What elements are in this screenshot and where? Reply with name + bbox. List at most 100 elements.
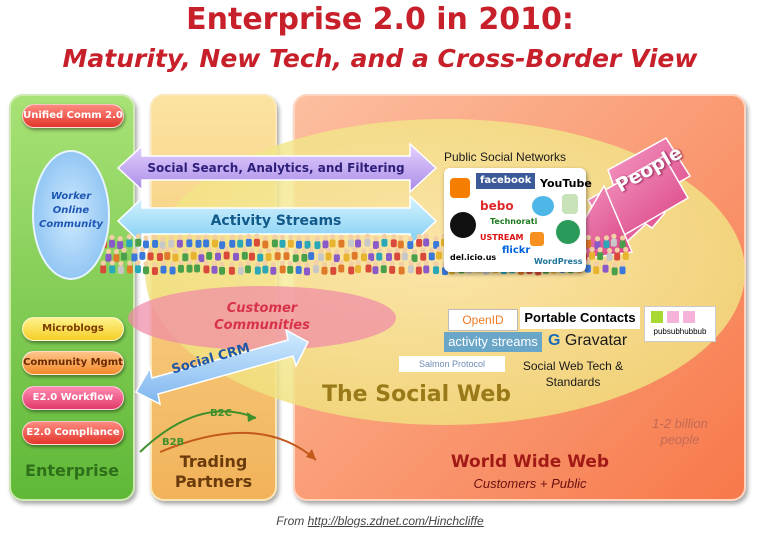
- crowd-person-head: [238, 261, 244, 267]
- crowd-person: [212, 234, 219, 248]
- crowd-person: [372, 261, 379, 275]
- crowd-person-body: [584, 264, 591, 273]
- crowd-person: [390, 234, 397, 248]
- crowd-person-body: [108, 239, 115, 248]
- crowd-person-head: [246, 233, 252, 240]
- crowd-person: [126, 260, 133, 274]
- crowd-person-body: [160, 265, 167, 274]
- crowd-person: [147, 247, 154, 261]
- crowd-person-body: [611, 267, 618, 276]
- crowd-person-head: [211, 260, 218, 266]
- crowd-person-head: [314, 236, 321, 242]
- crowd-person: [423, 260, 430, 274]
- crowd-person-body: [194, 264, 201, 273]
- facebook-logo: facebook: [476, 173, 536, 189]
- crowd-person: [338, 259, 345, 273]
- crowd-person-body: [394, 252, 401, 261]
- crowd-person-body: [126, 265, 133, 274]
- crowd-person-body: [398, 266, 405, 275]
- population-line1: 1-2 billion: [652, 416, 708, 431]
- crowd-person: [176, 234, 183, 248]
- crowd-person: [195, 234, 202, 248]
- crowd-person-head: [245, 260, 251, 266]
- crowd-person: [135, 233, 142, 247]
- crowd-person: [611, 262, 618, 276]
- crowd-person-body: [411, 254, 418, 263]
- crowd-person-body: [376, 252, 383, 261]
- pubsub-square-icon: [651, 311, 663, 323]
- crowd-person-head: [203, 234, 209, 240]
- crowd-person-body: [343, 253, 350, 262]
- crowd-person-body: [156, 252, 163, 261]
- crowd-person: [423, 233, 430, 247]
- crowd-person-head: [368, 248, 374, 254]
- crowd-person-head: [131, 248, 138, 254]
- crowd-person-body: [602, 264, 609, 273]
- crowd-person-body: [211, 265, 218, 274]
- crowd-person: [295, 260, 302, 274]
- crowd-person-body: [355, 239, 362, 248]
- crowd-person-head: [373, 236, 379, 242]
- crowd-person-head: [343, 248, 350, 254]
- customer-label: Customer: [226, 301, 298, 316]
- crowd-person-head: [330, 261, 336, 268]
- crowd-person-body: [203, 239, 210, 248]
- crowd-person: [376, 247, 383, 261]
- crowd-person: [244, 260, 251, 274]
- crowd-person-head: [301, 248, 307, 255]
- delicious-logo: del.icio.us: [450, 253, 497, 262]
- crowd-person: [333, 249, 340, 263]
- crowd-person-head: [215, 247, 221, 253]
- crowd-person-body: [385, 252, 392, 261]
- crowd-person: [143, 261, 150, 275]
- crowd-person-body: [237, 266, 244, 275]
- stumbleupon-icon: [556, 220, 580, 244]
- crowd-person-body: [215, 252, 222, 261]
- crowd-person-body: [295, 265, 302, 274]
- crowd-person-body: [348, 266, 355, 275]
- crowd-person: [301, 248, 308, 262]
- www-sublabel: Customers + Public: [473, 476, 587, 491]
- crowd-person-head: [100, 260, 106, 266]
- wordpress-logo: WordPress: [534, 257, 583, 266]
- crowd-person-body: [279, 265, 286, 274]
- crowd-person-head: [135, 233, 141, 239]
- crowd-person-body: [351, 251, 358, 260]
- crowd-person: [177, 259, 184, 273]
- crowd-person-body: [619, 266, 626, 275]
- crowd-person-head: [304, 262, 310, 268]
- crowd-person: [164, 246, 171, 260]
- openid-logo: OpenID: [448, 309, 518, 331]
- crowd-person-head: [361, 248, 367, 254]
- crowd-person-head: [212, 234, 218, 240]
- crowd-person: [257, 248, 264, 262]
- crowd-person: [219, 261, 226, 275]
- crowd-person: [381, 233, 388, 247]
- crowd-person-head: [203, 260, 210, 266]
- crowd-person-body: [245, 238, 252, 247]
- crowd-person-head: [585, 234, 591, 241]
- crowd-person: [292, 249, 299, 263]
- pubsub-square-icon: [667, 311, 679, 323]
- www-label: World Wide Web: [450, 452, 610, 472]
- crowd-person-head: [186, 259, 193, 265]
- crowd-person-body: [237, 239, 244, 248]
- crowd-person-head: [164, 246, 170, 253]
- crowd-person-head: [117, 236, 123, 242]
- crowd-person-body: [619, 240, 626, 249]
- crowd-person-head: [160, 260, 167, 266]
- crowd-person-head: [420, 247, 426, 253]
- rss-icon: [530, 232, 544, 246]
- crowd-person-body: [329, 239, 336, 248]
- credit-link[interactable]: http://blogs.zdnet.com/Hinchcliffe: [307, 514, 484, 528]
- pubsubhubbub-logo: pubsubhubbub: [644, 306, 716, 342]
- crowd-person-body: [372, 241, 379, 250]
- technorati-logo: Technorati: [490, 217, 538, 226]
- crowd-person-head: [195, 234, 202, 240]
- crowd-person: [265, 248, 272, 262]
- blogger-icon: [450, 178, 470, 198]
- crowd-person-head: [411, 249, 418, 255]
- crowd-person-head: [391, 234, 397, 240]
- e20-compliance-pill: E2.0 Compliance: [22, 421, 124, 445]
- crowd-person-body: [186, 264, 193, 273]
